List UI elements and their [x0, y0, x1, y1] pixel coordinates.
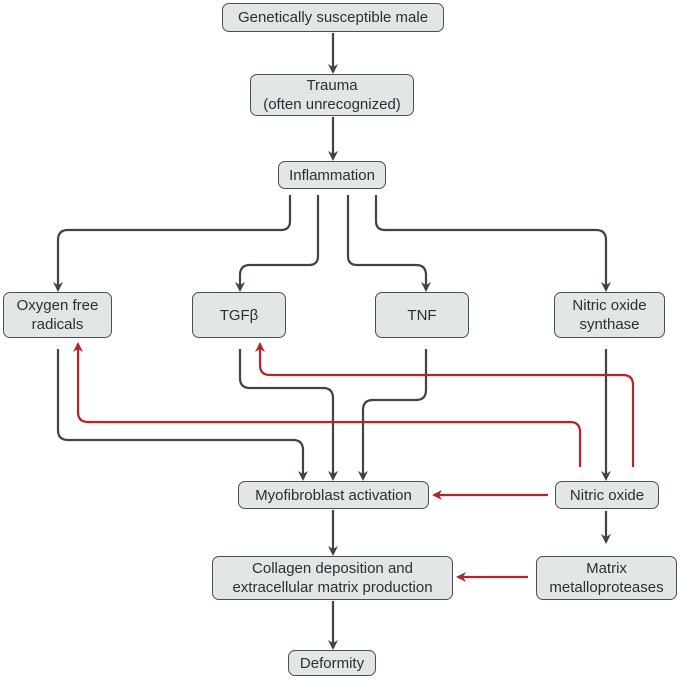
node-label: Collagen deposition and — [252, 560, 413, 577]
arrow-tnf-to-myofibroblast — [358, 349, 428, 481]
node-label: Nitric oxide — [569, 486, 645, 504]
node-label: metalloproteases — [549, 579, 664, 596]
node-matrix-metalloproteases: Matrix metalloproteases — [536, 556, 677, 600]
node-label: Oxygen free — [16, 297, 99, 314]
node-collagen-deposition: Collagen deposition and extracellular ma… — [212, 556, 453, 600]
node-label: radicals — [31, 316, 84, 333]
node-label: TNF — [407, 306, 437, 324]
node-nitric-oxide-synthase: Nitric oxide synthase — [554, 292, 665, 338]
node-label: synthase — [579, 316, 640, 333]
node-oxygen-free-radicals: Oxygen free radicals — [3, 292, 112, 338]
node-myofibroblast-activation: Myofibroblast activation — [238, 481, 429, 509]
node-nitric-oxide: Nitric oxide — [555, 481, 659, 509]
node-tgf-beta: TGFβ — [192, 292, 286, 338]
arrow-inflammation-to-tnf — [346, 195, 431, 292]
node-label: Trauma — [306, 77, 358, 94]
arrow-inflammation-to-tgfb — [235, 195, 320, 292]
node-tnf: TNF — [375, 292, 469, 338]
node-label: Genetically susceptible male — [237, 9, 429, 26]
node-inflammation: Inflammation — [278, 161, 386, 189]
arrow-nitric-oxide-to-tgfb — [255, 342, 635, 467]
node-deformity: Deformity — [288, 650, 376, 676]
node-label: (often unrecognized) — [263, 96, 401, 113]
node-label: extracellular matrix production — [232, 579, 433, 596]
arrow-tgfb-to-myofibroblast — [238, 349, 338, 481]
arrow-oxygen-to-myofibroblast — [56, 349, 308, 481]
arrow-inflammation-to-nos — [374, 195, 611, 292]
node-label: Matrix — [586, 560, 627, 577]
arrow-nitric-oxide-to-oxygen — [73, 342, 582, 467]
arrow-inflammation-to-oxygen — [53, 195, 292, 292]
node-trauma: Trauma (often unrecognized) — [250, 74, 414, 116]
node-label: TGFβ — [219, 306, 259, 324]
node-genetically-susceptible-male: Genetically susceptible male — [222, 3, 444, 32]
node-label: Myofibroblast activation — [255, 486, 412, 504]
node-label: Nitric oxide — [572, 297, 647, 314]
node-label: Deformity — [299, 654, 365, 672]
node-label: Inflammation — [289, 166, 375, 184]
